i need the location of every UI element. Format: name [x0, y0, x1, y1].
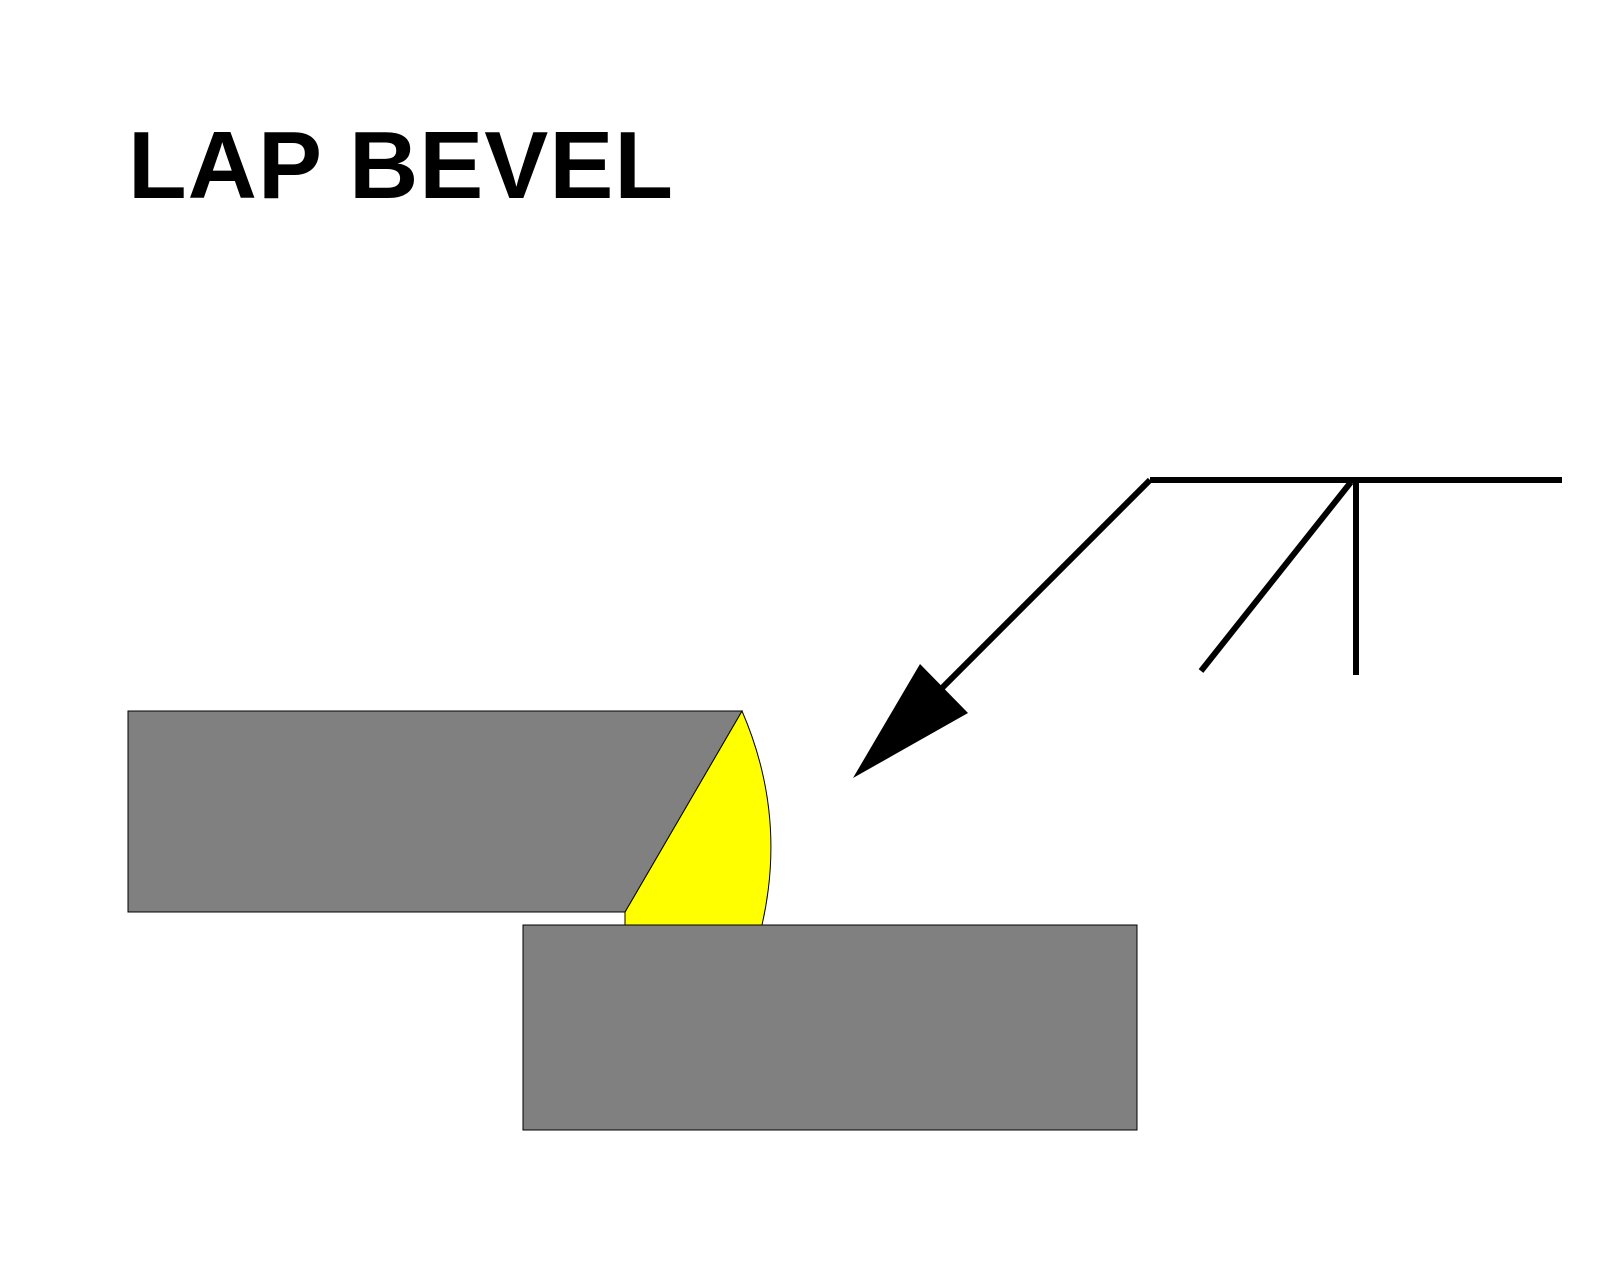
lower-plate — [522, 924, 1138, 1131]
arrowhead — [853, 664, 968, 778]
diagram-title: LAP BEVEL — [128, 112, 674, 219]
arrow-line — [927, 477, 1153, 703]
bevel-symbol-angled-leg — [1198, 480, 1354, 673]
upper-plate — [127, 710, 743, 913]
